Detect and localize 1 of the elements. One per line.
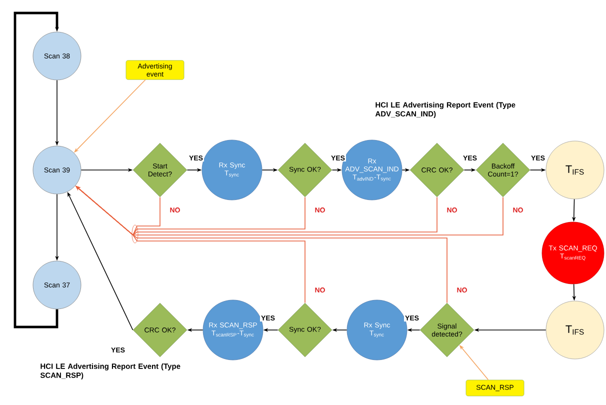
- arrow: [14, 12, 59, 328]
